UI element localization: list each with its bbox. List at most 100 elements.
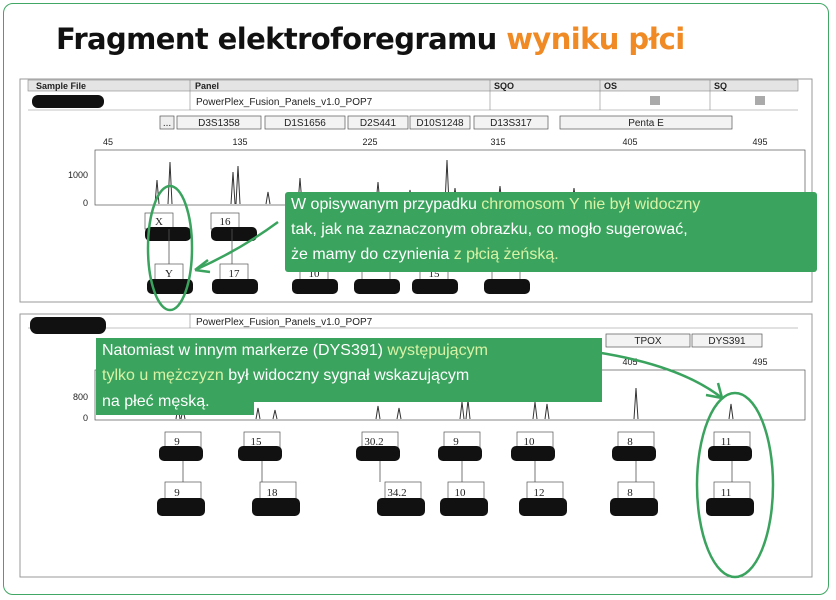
slide-frame [3,3,829,595]
peak [375,405,381,420]
redaction [238,446,282,461]
marker-label: Penta E [628,118,664,129]
ann1-text-2: tak, jak na zaznaczonym obrazku, co mogł… [291,221,688,238]
peak [272,409,278,420]
peak [444,159,450,205]
redaction [612,446,656,461]
redaction [211,227,257,241]
redaction [440,498,488,516]
allele-label: 15 [251,436,263,448]
marker-label: TPOX [634,336,662,347]
ann1-highlight-1: chromosom Y nie był widoczny [481,196,701,213]
marker-label: D1S1656 [284,118,326,129]
peak [235,165,241,205]
allele-label: 12 [534,487,545,499]
allele-label: 9 [453,436,459,448]
redaction [354,279,400,294]
more-button-label: ... [163,118,171,129]
header-sqo: SQO [494,81,514,91]
ruler-tick-label: 135 [232,137,247,147]
os-flag [650,96,660,105]
allele-label: X [155,216,163,228]
redaction [511,446,555,461]
allele-label: 10 [455,487,467,499]
arrow-head-1 [194,259,211,274]
peak [230,171,236,205]
allele-label: Y [165,268,173,280]
marker-label: D3S1358 [198,118,240,129]
y-tick-800: 800 [73,392,88,402]
redaction [708,446,752,461]
marker-tab-d3s1358[interactable] [176,115,262,130]
page-title: Fragment elektroforegramu wyniku płci [56,22,685,56]
annotation-female: W opisywanym przypadku chromosom Y nie b… [285,192,817,272]
peak [459,401,465,420]
redaction [610,498,658,516]
panel-1-header-bar [27,79,799,92]
marker-label: D10S1248 [416,118,464,129]
header-panel: Panel [195,81,219,91]
marker-tab-penta-e[interactable] [559,115,733,130]
arrow-to-y [194,220,279,272]
header-sq: SQ [714,81,727,91]
peak [396,407,402,420]
redaction [212,279,258,294]
marker-tab-d1s1656[interactable] [264,115,346,130]
allele-label: 8 [627,487,633,499]
redaction [159,446,203,461]
allele-label: 8 [627,436,633,448]
marker-label: D2S441 [360,118,397,129]
panel-1-border [19,78,813,303]
redaction [252,498,300,516]
ruler-tick-label: 495 [752,357,767,367]
arrow-head-2 [705,382,724,400]
redaction [356,446,400,461]
marker-tab-d2s441[interactable] [347,115,409,130]
peak [728,403,734,420]
ruler-tick-label: 45 [103,137,113,147]
highlight-ellipse-xy [146,184,194,312]
redaction [292,279,338,294]
highlight-ellipse-dys391 [695,391,775,579]
allele-label: 10 [524,436,536,448]
marker-more-button[interactable] [159,115,175,130]
marker-tab-tpox[interactable] [605,333,691,348]
peak [544,403,550,420]
redaction [438,446,482,461]
ann2-highlight-1: występującym [387,342,488,359]
redaction [706,498,754,516]
allele-label: 11 [721,436,732,448]
y-tick-0: 0 [83,198,88,208]
redaction [157,498,205,516]
panel-2-border [19,313,813,578]
header-os: OS [604,81,617,91]
panel-2-name: PowerPlex_Fusion_Panels_v1.0_POP7 [196,317,373,328]
peak [465,399,471,420]
allele-label: 16 [220,216,232,228]
marker-label: D13S317 [490,118,532,129]
y-tick-0-p2: 0 [83,413,88,423]
redaction-sample-2 [30,317,106,334]
ann2-highlight-2: tylko u mężczyzn [102,367,224,384]
peak [255,407,261,420]
annotation-male-tail: na płeć męską. [96,389,254,415]
redaction [147,279,193,294]
allele-label: 34.2 [387,487,406,499]
ann1-text-1: W opisywanym przypadku [291,196,482,213]
redaction [484,279,530,294]
ruler-tick-label: 315 [490,137,505,147]
marker-tab-dys391[interactable] [691,333,763,348]
ann2-text-1: Natomiast w innym markerze (DYS391) [102,342,388,359]
marker-tab-d10s1248[interactable] [409,115,471,130]
ann1-highlight-2: z płcią żeńską. [453,246,559,263]
peak [265,191,271,205]
panel-1-name: PowerPlex_Fusion_Panels_v1.0_POP7 [196,97,373,108]
peak [633,387,639,420]
ruler-tick-label: 495 [752,137,767,147]
allele-label: 30.2 [364,436,383,448]
allele-label: 9 [174,436,180,448]
marker-tab-d13s317[interactable] [473,115,549,130]
redaction [412,279,458,294]
